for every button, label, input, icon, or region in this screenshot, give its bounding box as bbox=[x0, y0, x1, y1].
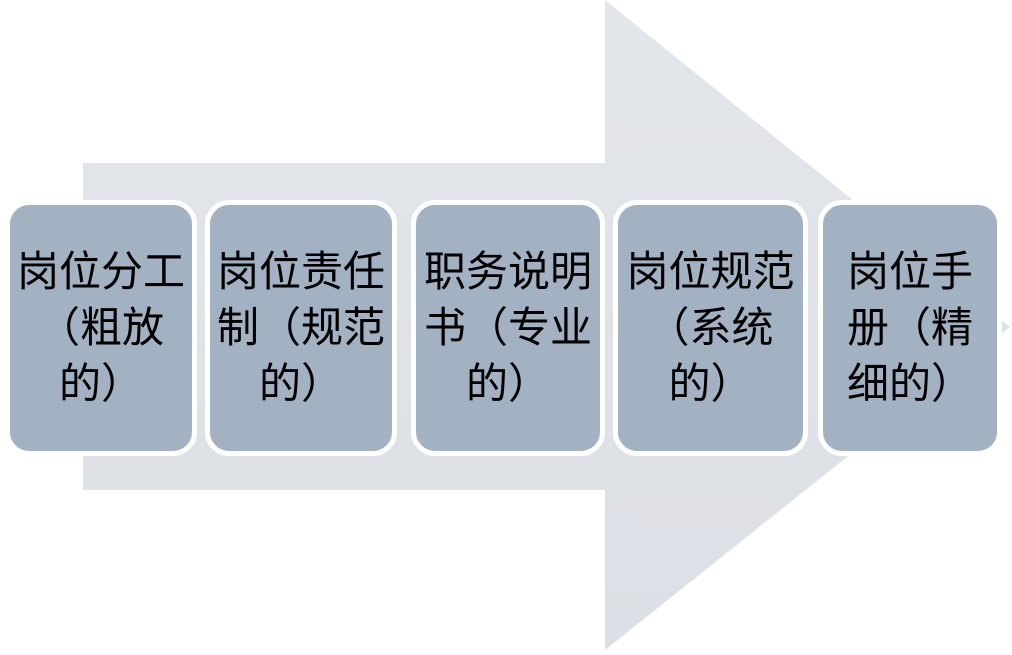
stage-box-3-label: 职务说明书（专业的） bbox=[423, 247, 592, 408]
stage-box-1-label: 岗位分工（粗放的） bbox=[16, 247, 185, 408]
stage-box-1[interactable]: 岗位分工（粗放的） bbox=[5, 200, 197, 456]
stage-box-5-label: 岗位手册（精细的） bbox=[846, 247, 973, 408]
stage-box-4-label: 岗位规范（系统的） bbox=[626, 247, 795, 408]
stage-box-5[interactable]: 岗位手册（精细的） bbox=[818, 200, 1002, 456]
stage-box-2[interactable]: 岗位责任制（规范的） bbox=[205, 200, 397, 456]
stage-box-4[interactable]: 岗位规范（系统的） bbox=[613, 200, 808, 456]
stage-box-2-label: 岗位责任制（规范的） bbox=[216, 247, 385, 408]
stage-box-3[interactable]: 职务说明书（专业的） bbox=[411, 200, 605, 456]
